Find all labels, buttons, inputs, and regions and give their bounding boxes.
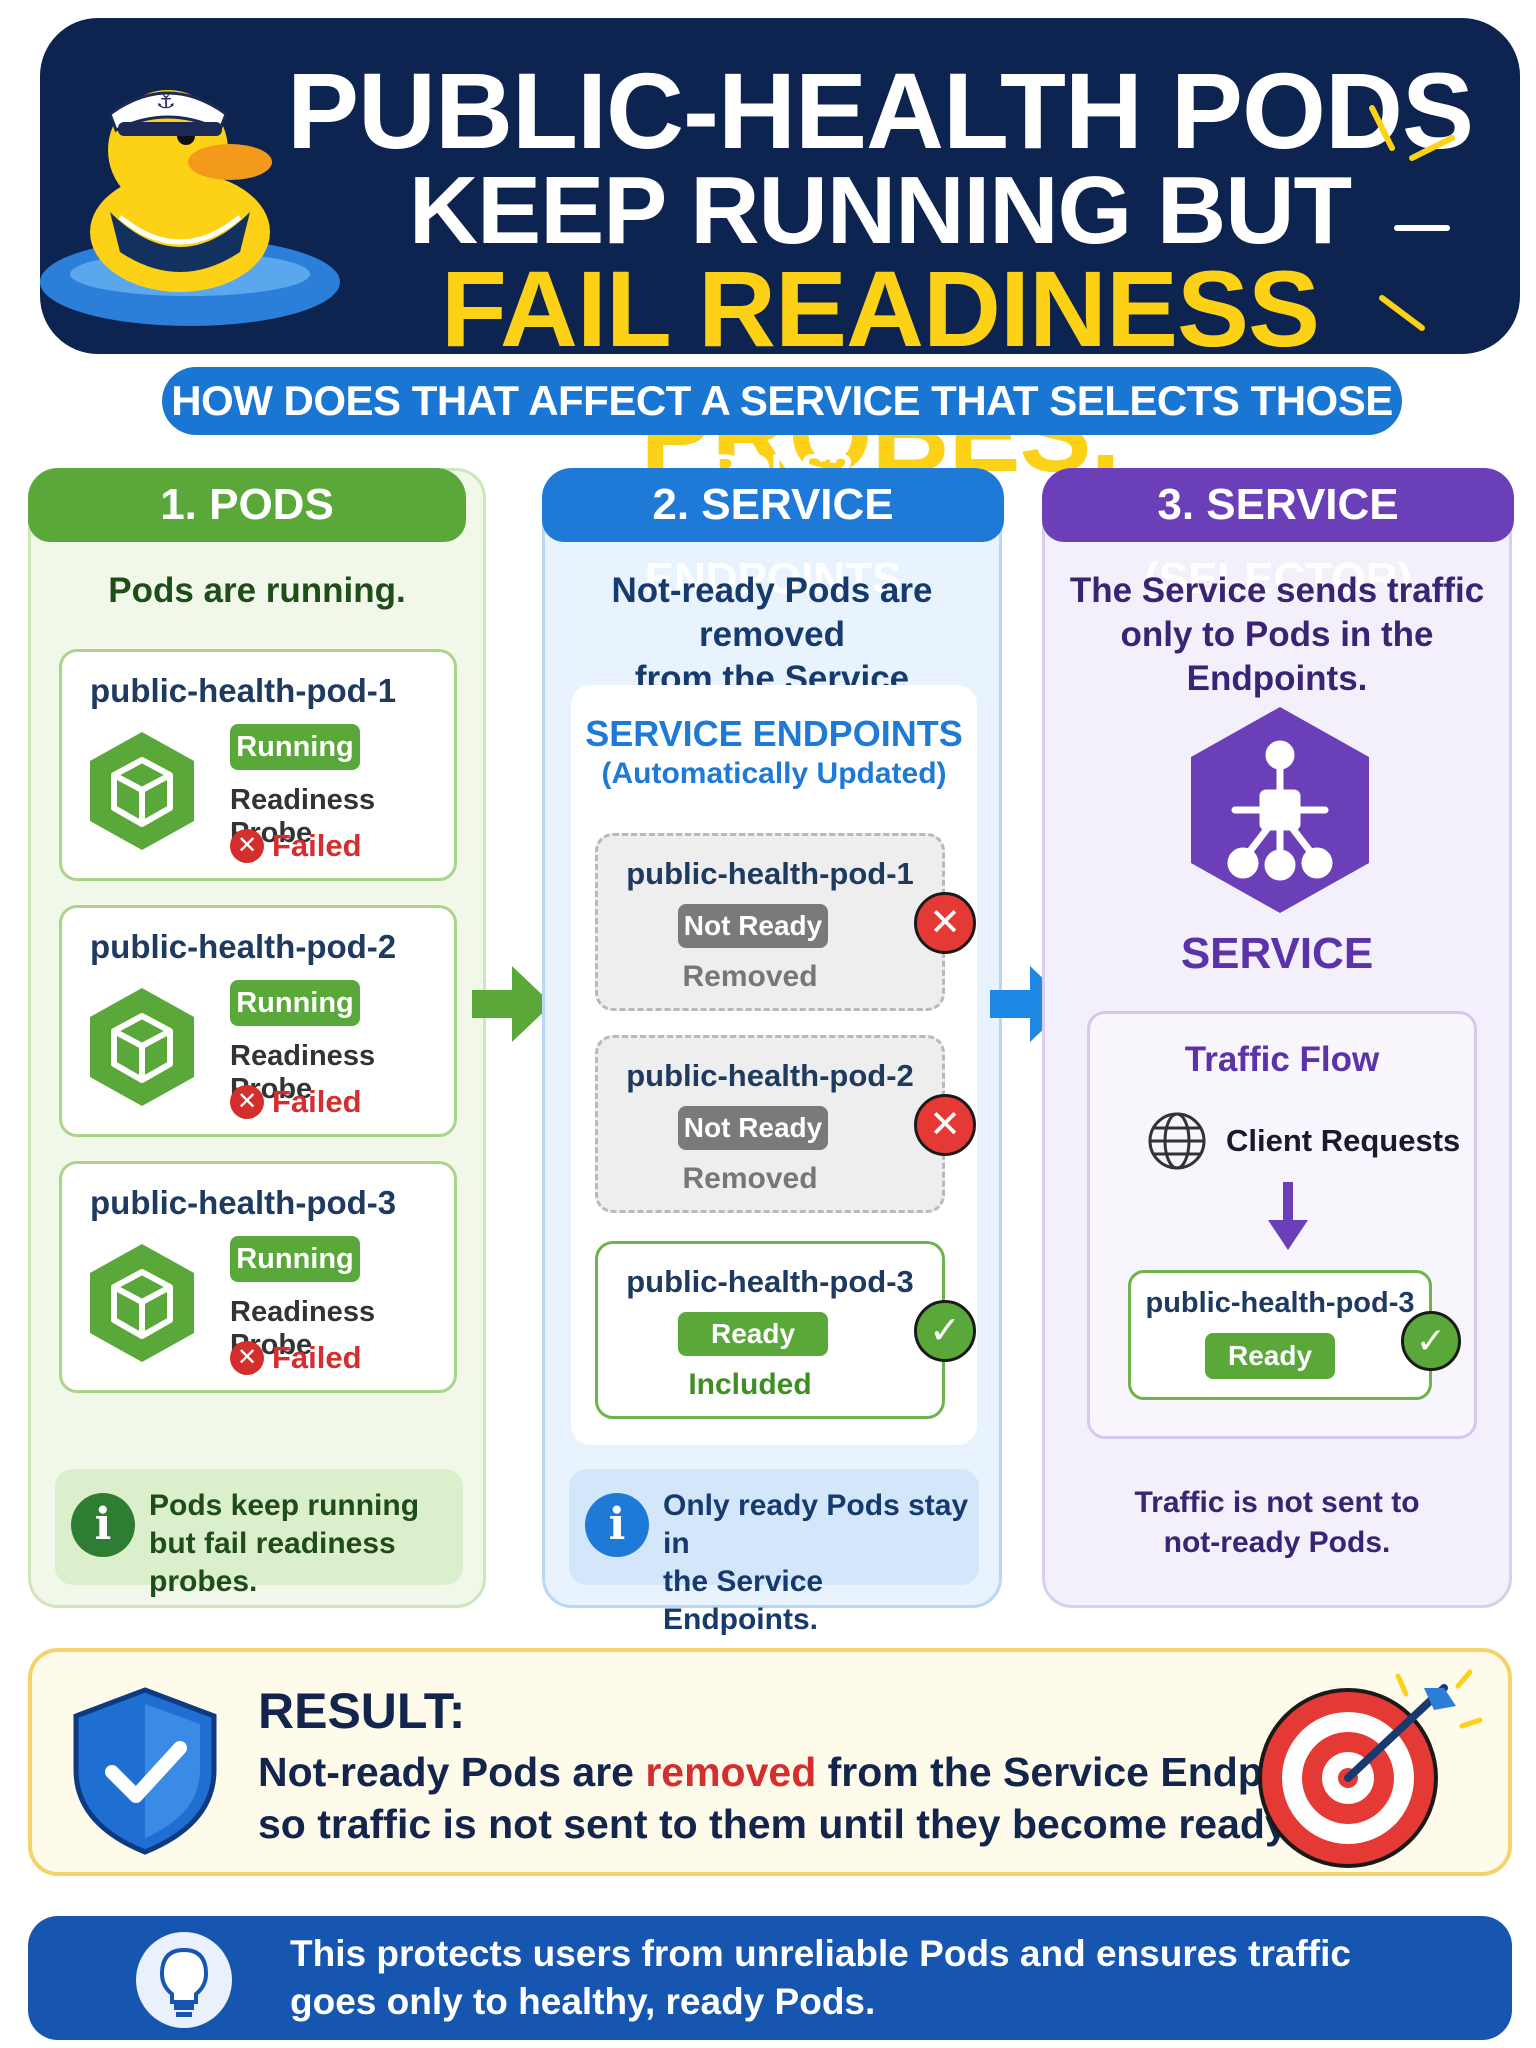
client-requests: Client Requests [1146,1110,1460,1172]
svg-text:⚓: ⚓ [156,89,176,114]
service-network-icon [1191,707,1369,913]
x-circle-icon: ✕ [230,829,264,863]
shield-check-icon [73,1687,217,1855]
client-requests-label: Client Requests [1226,1123,1461,1158]
traffic-flow-box: Traffic Flow Client Requests public-heal… [1087,1011,1477,1439]
question-banner: HOW DOES THAT AFFECT A SERVICE THAT SELE… [162,367,1402,492]
pods-info-text: Pods keep running but fail readiness pro… [149,1487,463,1601]
pod-name: public-health-pod-3 [90,1184,397,1221]
footer-line: This protects users from unreliable Pods… [290,1933,1351,1974]
check-circle-icon: ✓ [1401,1311,1461,1371]
footer-banner: This protects users from unreliable Pods… [28,1916,1512,2040]
info-line: but fail readiness probes. [149,1527,396,1598]
pod-cube-icon [90,988,194,1106]
probe-failed-status: ✕ Failed [230,828,362,864]
traffic-flow-title: Traffic Flow [1184,1040,1380,1079]
target-pod-name: public-health-pod-3 [1145,1287,1415,1319]
probe-result: Failed [272,1340,362,1375]
pod-name: public-health-pod-2 [90,928,397,965]
footer-text: This protects users from unreliable Pods… [290,1930,1351,2026]
endpoint-card: public-health-pod-3 Ready Included ✓ [595,1241,976,1419]
info-line: the Service Endpoints. [663,1565,824,1636]
note-line: Traffic is not sent to [1134,1486,1420,1519]
title-line-1: PUBLIC-HEALTH PODS [287,50,1474,171]
pod-name: public-health-pod-1 [90,672,397,709]
endpoints-panel-title: SERVICE ENDPOINTS [585,713,963,754]
endpoints-info-box: i Only ready Pods stay in the Service En… [569,1469,979,1636]
endpoint-card: public-health-pod-2 Not Ready Removed ✕ [595,1035,976,1213]
service-note: Traffic is not sent to not-ready Pods. [1045,1483,1509,1563]
info-icon: i [71,1493,135,1557]
endpoints-column: 2. SERVICE ENDPOINTS Not-ready Pods are … [542,468,1004,1636]
pods-info-box: i Pods keep running but fail readiness p… [55,1469,463,1598]
endpoints-panel: SERVICE ENDPOINTS (Automatically Updated… [571,685,977,1445]
pod-card: public-health-pod-1 Running Readiness Pr… [59,649,457,881]
endpoint-pod-name: public-health-pod-2 [626,1058,914,1093]
probe-failed-status: ✕ Failed [230,1340,362,1376]
service-column-title: 3. SERVICE (SELECTOR) [1042,468,1514,603]
result-box: RESULT: Not-ready Pods are removed from … [28,1648,1512,1876]
running-badge: Running [230,1236,360,1282]
x-circle-icon: ✕ [914,1094,976,1156]
footer-line: goes only to healthy, ready Pods. [290,1981,876,2022]
subtitle-line: Not-ready Pods are removed [611,571,933,654]
not-ready-badge: Not Ready [678,904,828,948]
endpoint-card: public-health-pod-1 Not Ready Removed ✕ [595,833,976,1011]
x-circle-icon: ✕ [230,1341,264,1375]
endpoint-state: Removed [682,960,818,993]
running-badge: Running [230,724,360,770]
note-line: not-ready Pods. [1163,1526,1391,1559]
subtitle-line: The Service sends traffic [1069,571,1485,610]
service-column-subtitle: The Service sends traffic only to Pods i… [1045,569,1509,701]
result-line-2: so traffic is not sent to them until the… [258,1801,1297,1847]
subtitle-line: only to Pods in the Endpoints. [1120,615,1434,698]
probe-result: Failed [272,828,362,863]
pod-cube-icon [90,732,194,850]
not-ready-badge: Not Ready [678,1106,828,1150]
endpoint-state: Removed [682,1162,818,1195]
info-line: Only ready Pods stay in [663,1489,969,1560]
header-banner: ⚓ PUBLIC-HEALTH PODS KEEP RUNNING BUT FA… [40,18,1520,494]
target-arrow-icon [1258,1669,1483,1868]
endpoint-pod-name: public-health-pod-1 [626,856,914,891]
running-badge: Running [230,980,360,1026]
service-label: SERVICE [1180,929,1374,978]
service-column: 3. SERVICE (SELECTOR) The Service sends … [1042,468,1514,1608]
result-line-1: Not-ready Pods are removed from the Serv… [258,1746,1361,1798]
probe-failed-status: ✕ Failed [230,1084,362,1120]
title-line-2: KEEP RUNNING BUT [408,157,1352,264]
target-pod-card: public-health-pod-3 Ready ✓ [1128,1270,1461,1400]
readiness-probe-label: Readiness Probe [230,1296,376,1361]
ready-badge: Ready [678,1312,828,1356]
info-line: Pods keep running [149,1489,420,1522]
arrow-down-icon [1268,1182,1308,1250]
pods-column-subtitle: Pods are running. [108,571,406,610]
pod-card: public-health-pod-3 Running Readiness Pr… [59,1161,457,1393]
sailor-duck-icon: ⚓ [40,89,340,326]
globe-icon [1148,1112,1206,1170]
probe-result: Failed [272,1084,362,1119]
lightbulb-icon [136,1932,232,2028]
pod-card: public-health-pod-2 Running Readiness Pr… [59,905,457,1137]
result-heading: RESULT: [258,1683,466,1739]
x-circle-icon: ✕ [914,892,976,954]
info-icon: i [585,1493,649,1557]
pod-cube-icon [90,1244,194,1362]
endpoint-pod-name: public-health-pod-3 [626,1264,914,1299]
pods-column-title: 1. PODS [28,468,466,542]
arrow-right-green-icon [472,966,552,1042]
endpoint-state: Included [688,1368,812,1401]
sparkle-lines-icon [1369,105,1455,331]
endpoints-info-text: Only ready Pods stay in the Service Endp… [663,1487,979,1639]
endpoints-panel-subtitle: (Automatically Updated) [601,757,947,790]
x-circle-icon: ✕ [230,1085,264,1119]
result-highlight: removed [645,1749,817,1795]
endpoints-column-title: 2. SERVICE ENDPOINTS [542,468,1004,603]
pods-column: 1. PODS Pods are running. public-health-… [28,468,486,1608]
result-text: Not-ready Pods are removed from the Serv… [258,1746,1361,1850]
ready-badge: Ready [1205,1333,1335,1379]
check-circle-icon: ✓ [914,1300,976,1362]
result-text-part: Not-ready Pods are [258,1749,646,1795]
